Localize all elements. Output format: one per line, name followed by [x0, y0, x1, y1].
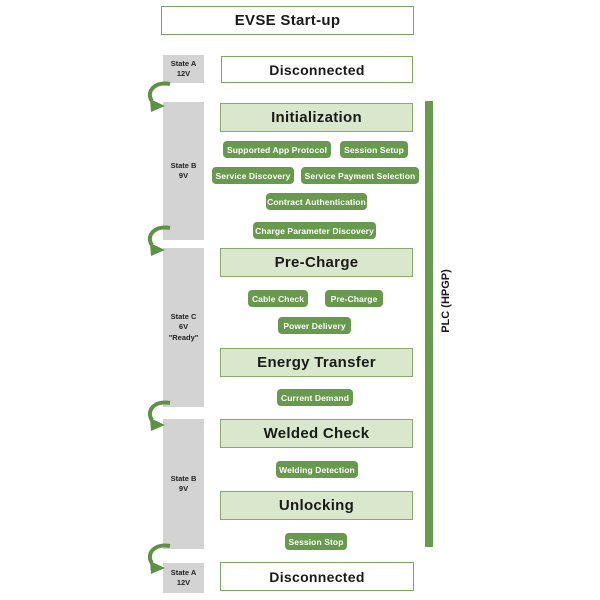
stage-initialization: Initialization — [220, 103, 413, 132]
state-badge-a-top: State A 12V — [163, 55, 204, 83]
state-badge-a-bottom: State A 12V — [163, 563, 204, 593]
page-title: EVSE Start-up — [161, 6, 414, 35]
state-note: "Ready" — [168, 332, 199, 342]
state-voltage: 9V — [178, 171, 189, 180]
message-service-payment-selection: Service Payment Selection — [301, 167, 419, 184]
state-voltage: 6V — [178, 322, 189, 332]
state-transition-arrow-1 — [147, 81, 171, 112]
state-transition-arrow-3 — [147, 400, 171, 431]
stage-energy-transfer: Energy Transfer — [220, 348, 413, 377]
state-badge-b-init: State B 9V — [163, 102, 204, 240]
message-power-delivery: Power Delivery — [278, 317, 351, 334]
state-voltage: 12V — [176, 69, 191, 78]
stage-welded-check: Welded Check — [220, 419, 413, 448]
message-session-stop: Session Stop — [285, 533, 347, 550]
plc-bar-label: PLC (HPGP) — [440, 269, 452, 333]
message-session-setup: Session Setup — [340, 141, 408, 158]
state-transition-arrow-4 — [147, 543, 171, 574]
message-pre-charge: Pre-Charge — [325, 290, 383, 307]
state-transition-arrow-2 — [147, 225, 171, 256]
state-name: State B — [170, 160, 197, 170]
stage-pre-charge: Pre-Charge — [220, 248, 413, 277]
state-voltage: 9V — [178, 484, 189, 493]
state-badge-b-end: State B 9V — [163, 419, 204, 549]
message-service-discovery: Service Discovery — [212, 167, 294, 184]
state-voltage: 12V — [176, 578, 191, 587]
message-contract-authentication: Contract Authentication — [266, 193, 367, 210]
plc-bar — [425, 101, 433, 547]
message-charge-parameter-discovery: Charge Parameter Discovery — [253, 222, 376, 239]
state-badge-c-ready: State C 6V "Ready" — [163, 248, 204, 407]
state-name: State A — [170, 58, 197, 68]
stage-unlocking: Unlocking — [220, 491, 413, 520]
message-cable-check: Cable Check — [248, 290, 308, 307]
stage-disconnected-top: Disconnected — [221, 56, 413, 83]
stage-disconnected-bottom: Disconnected — [220, 562, 414, 591]
message-supported-app-protocol: Supported App Protocol — [223, 141, 331, 158]
message-welding-detection: Welding Detection — [276, 461, 358, 478]
message-current-demand: Current Demand — [277, 389, 353, 406]
state-name: State B — [170, 473, 197, 483]
state-name: State A — [170, 567, 197, 577]
state-name: State C — [170, 312, 197, 322]
